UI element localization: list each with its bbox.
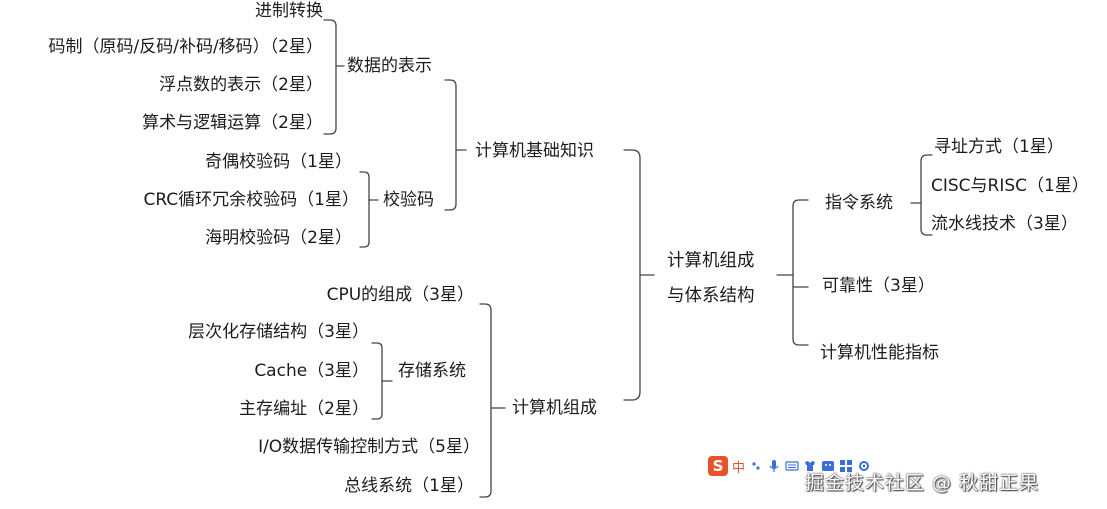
keyboard-icon[interactable] <box>785 459 799 473</box>
data-repr-bracket <box>323 19 337 135</box>
instruction-bracket <box>920 154 933 236</box>
emoji-icon[interactable] <box>821 459 835 473</box>
punctuation-icon[interactable] <box>749 459 763 473</box>
leaf-storage-2: 主存编址（2星） <box>239 399 369 419</box>
toolbox-icon[interactable] <box>839 459 853 473</box>
leaf-checksum-0: 奇偶校验码（1星） <box>205 152 352 172</box>
skin-icon[interactable] <box>803 459 817 473</box>
leaf-data-repr-0: 进制转换 <box>255 1 323 21</box>
composition-bracket <box>479 303 492 498</box>
node-checksum: 校验码 <box>383 190 434 210</box>
leaf-storage-0: 层次化存储结构（3星） <box>188 322 369 342</box>
storage-bracket <box>371 342 383 420</box>
leaf-instruction-1: CISC与RISC（1星） <box>931 176 1089 196</box>
checksum-bracket <box>359 171 370 248</box>
sogou-logo-icon[interactable]: S <box>708 456 728 476</box>
node-instruction: 指令系统 <box>825 193 893 213</box>
leaf-io: I/O数据传输控制方式（5星） <box>258 437 480 457</box>
ime-toolbar[interactable]: S 中 <box>708 453 884 479</box>
node-reliability: 可靠性（3星） <box>822 276 935 296</box>
leaf-instruction-0: 寻址方式（1星） <box>934 137 1064 157</box>
node-basics: 计算机基础知识 <box>475 141 594 161</box>
leaf-checksum-2: 海明校验码（2星） <box>205 228 352 248</box>
leaf-checksum-1: CRC循环冗余校验码（1星） <box>143 190 359 210</box>
node-performance: 计算机性能指标 <box>820 343 939 363</box>
settings-icon[interactable] <box>857 459 871 473</box>
right-bracket <box>792 199 809 346</box>
node-data-repr: 数据的表示 <box>347 56 432 76</box>
leaf-data-repr-2: 浮点数的表示（2星） <box>159 75 323 95</box>
leaf-bus: 总线系统（1星） <box>344 476 474 496</box>
language-toggle[interactable]: 中 <box>732 460 746 476</box>
leaf-data-repr-3: 算术与逻辑运算（2星） <box>142 113 323 133</box>
leaf-instruction-2: 流水线技术（3星） <box>931 214 1078 234</box>
leaf-cpu: CPU的组成（3星） <box>326 285 474 305</box>
leaf-data-repr-1: 码制（原码/反码/补码/移码）（2星） <box>48 37 324 57</box>
basics-bracket <box>444 79 457 211</box>
node-storage: 存储系统 <box>398 361 466 381</box>
microphone-icon[interactable] <box>767 459 781 473</box>
leaf-storage-1: Cache（3星） <box>254 361 369 381</box>
root-line1: 计算机组成 <box>667 251 755 271</box>
node-composition: 计算机组成 <box>512 398 597 418</box>
watermark: 掘金技术社区 @ 秋甜正果 <box>805 472 1040 494</box>
root-line2: 与体系结构 <box>667 286 755 306</box>
root-bracket <box>623 149 641 401</box>
